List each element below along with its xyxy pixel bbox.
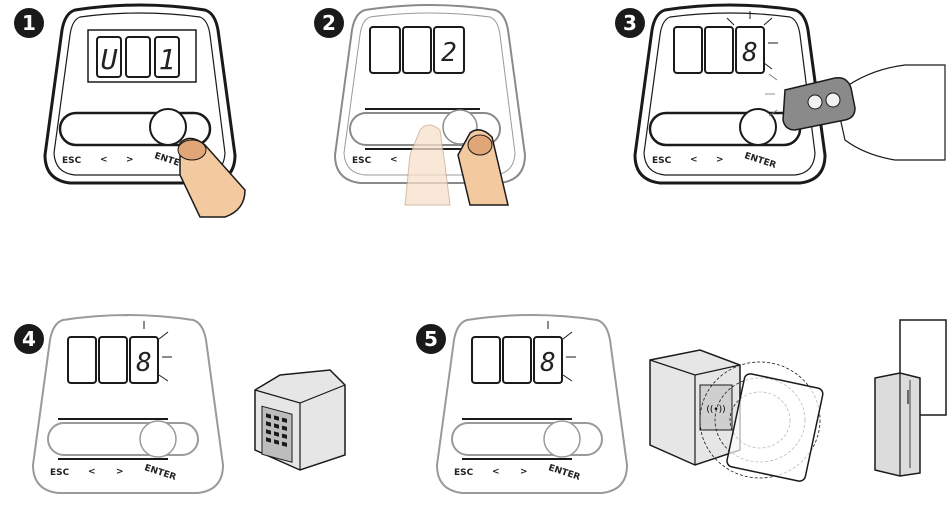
wall-keypad-icon [250,365,350,475]
digit-3-value: 8 [742,38,758,68]
left-label: < [100,155,108,165]
digit-2 [126,37,150,77]
remote-control-hand-icon [775,60,945,170]
card-swipe-reader-icon [870,318,950,478]
esc-label: ESC [454,468,474,478]
right-label: > [520,467,528,477]
right-label: > [116,467,124,477]
right-label: > [716,155,724,165]
digit-3-value: 2 [441,38,457,68]
control-panel-step5: 8 ESC < > ENTER [432,315,642,505]
left-label: < [390,155,398,165]
control-panel-step1: U 1 ESC < > ENTER [40,5,250,215]
esc-label: ESC [62,156,82,166]
left-label: < [492,467,500,477]
digit-3-value: 8 [540,348,556,378]
right-label: > [126,155,134,165]
esc-label: ESC [50,468,70,478]
digit-3-value: 1 [159,43,176,76]
esc-label: ESC [652,156,672,166]
card-reader-icon: ((•)) [640,340,830,500]
digit-1-value: U [101,43,118,76]
control-panel-step4: 8 ESC < > ENTER [28,315,238,505]
digit-3-value: 8 [136,348,152,378]
control-panel-step2: 2 ESC < [330,5,540,215]
left-label: < [690,155,698,165]
left-label: < [88,467,96,477]
esc-label: ESC [352,156,372,166]
